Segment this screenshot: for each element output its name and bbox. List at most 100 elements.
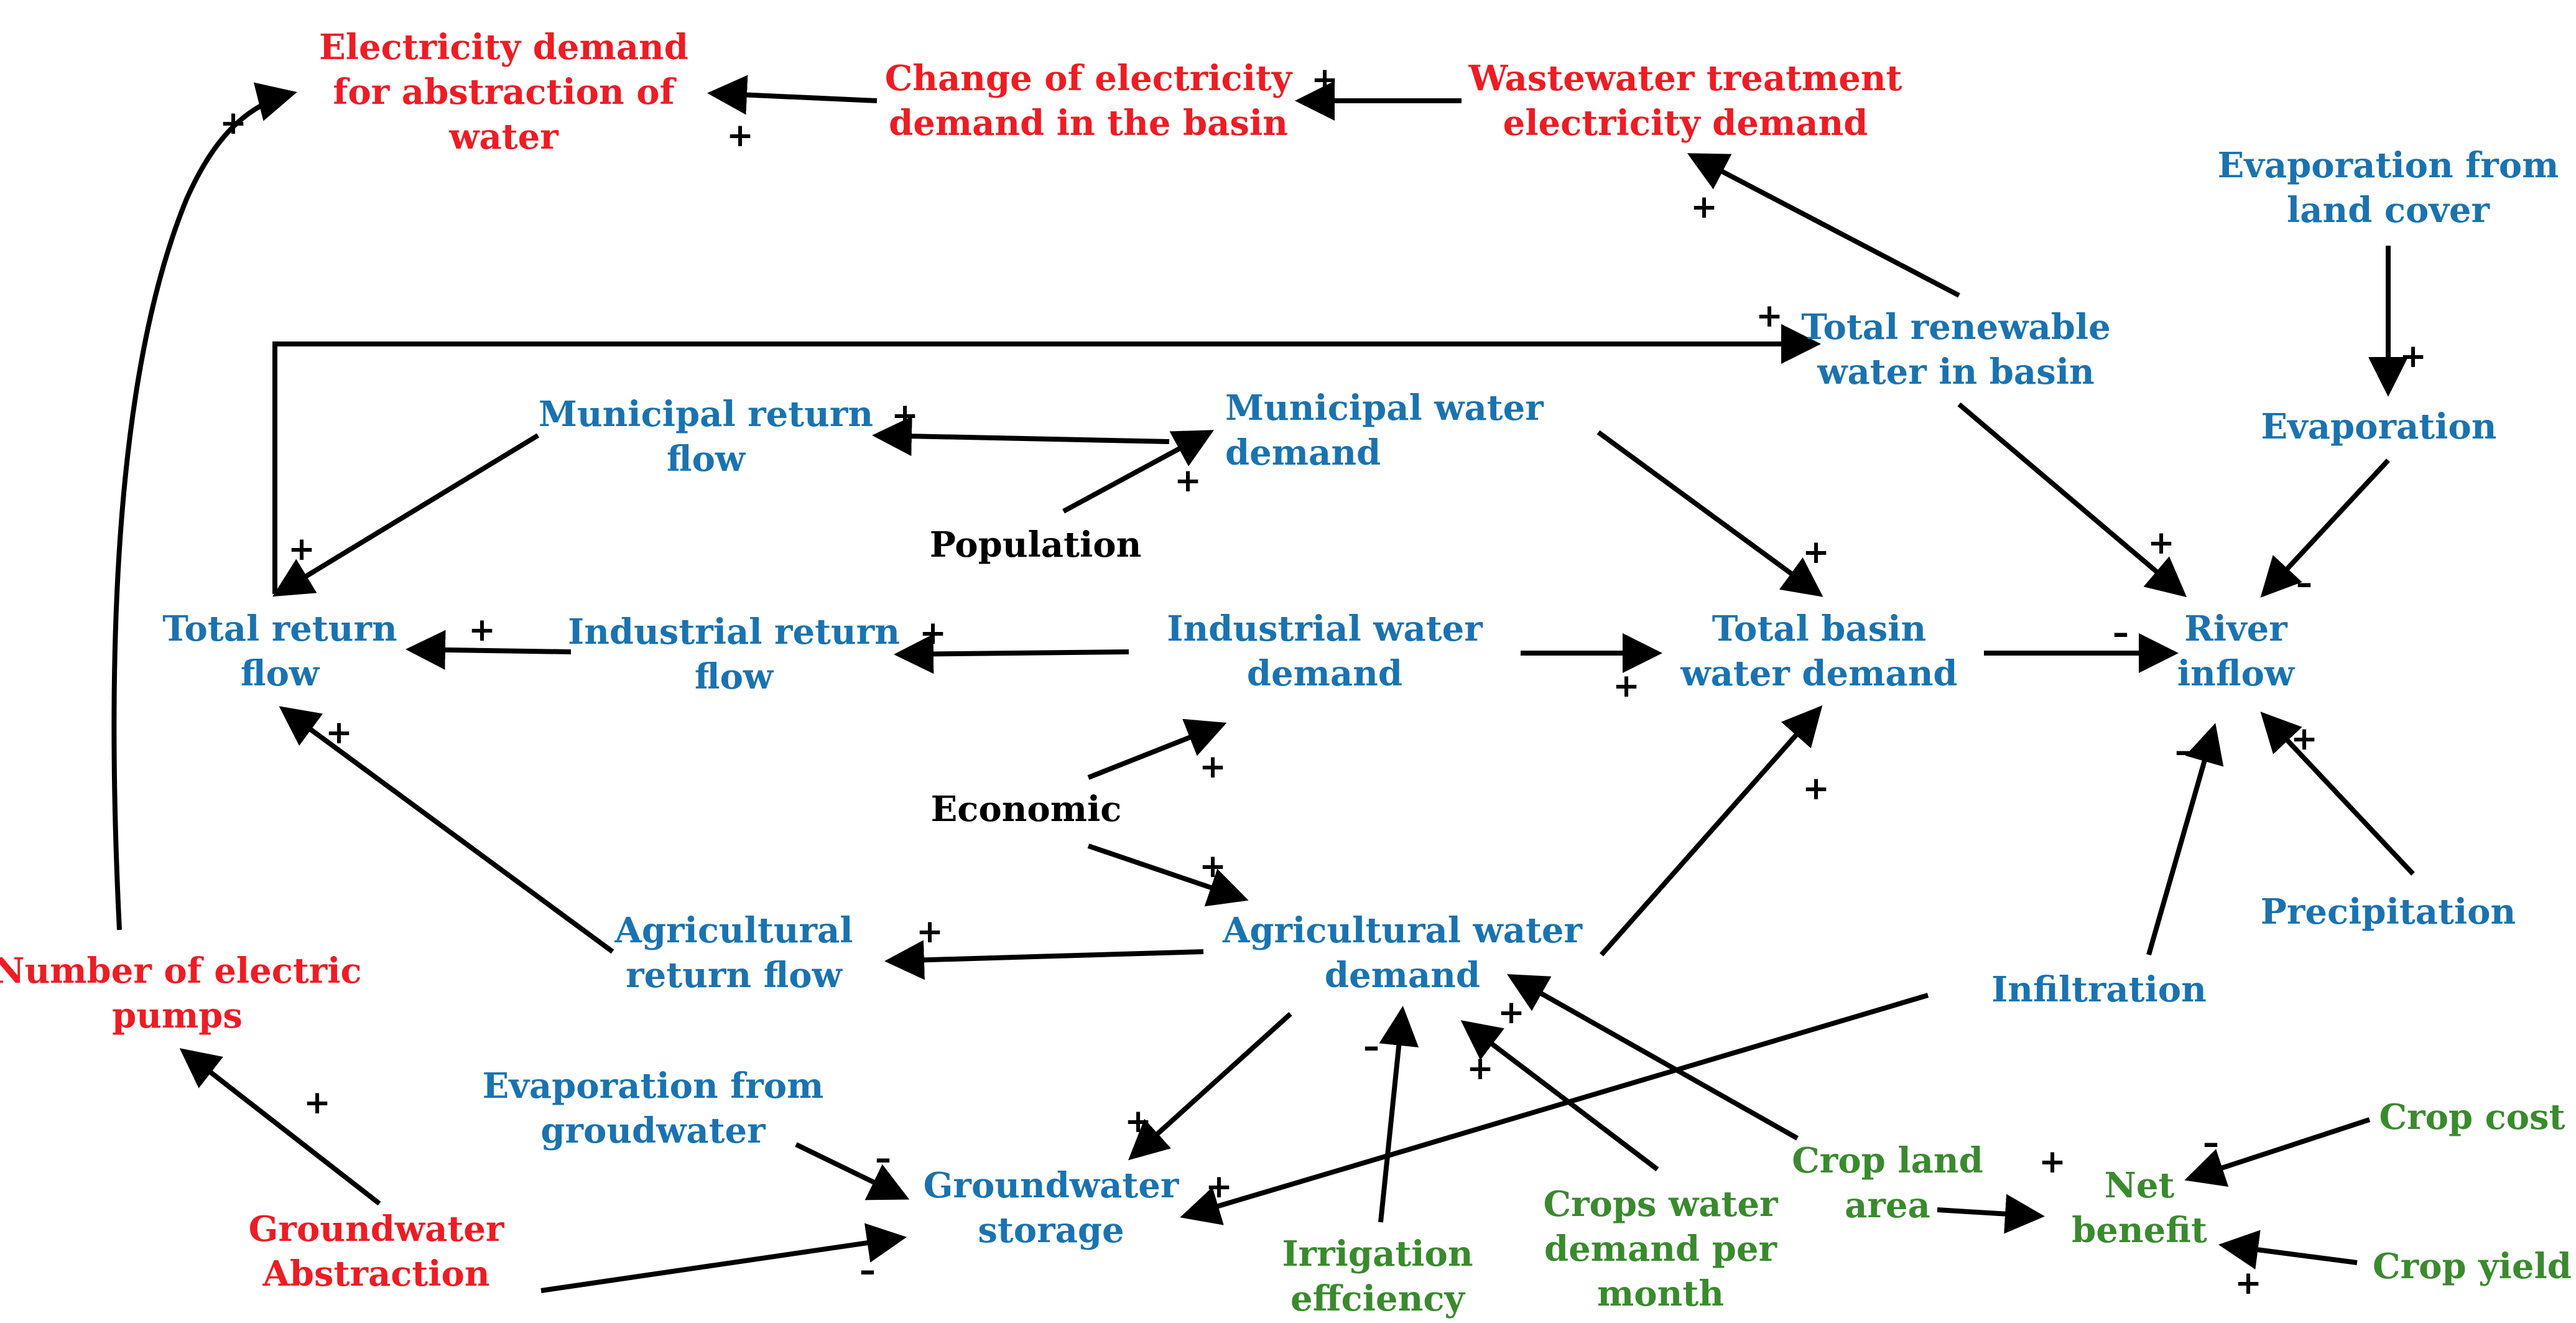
polarity-minus: – <box>875 1140 891 1177</box>
polarity-plus: + <box>220 104 247 142</box>
node-label-line: Crop yield <box>2373 1246 2572 1287</box>
node-label-line: Electricity demand <box>319 27 688 68</box>
link-irrigation-to-agricultural-demand <box>1378 1006 1419 1223</box>
node-label-line: water <box>448 116 559 157</box>
node-label-line: storage <box>978 1210 1124 1251</box>
link-industrial-demand-to-industrial-return <box>894 634 1129 674</box>
node-label-line: Industrial water <box>1167 608 1483 649</box>
node-label-line: effciency <box>1290 1278 1465 1319</box>
link-crops-water-to-agricultural-demand <box>1460 1020 1659 1172</box>
polarity-plus: + <box>2039 1143 2066 1181</box>
node-label-line: Change of electricity <box>885 58 1293 99</box>
polarity-plus: + <box>303 1084 331 1121</box>
node-label-line: Groundwater <box>924 1165 1180 1206</box>
polarity-plus: + <box>1311 61 1338 98</box>
node-label-line: Total renewable <box>1801 307 2111 348</box>
link-evap-groundwater-to-groundwater-storage <box>795 1142 910 1200</box>
link-pumps-to-abstraction-electricity <box>111 82 297 931</box>
node-label-line: Municipal water <box>1225 388 1544 429</box>
polarity-plus: + <box>916 913 943 950</box>
node-label-line: Crop land <box>1792 1140 1983 1181</box>
link-evaporation-to-river <box>2260 458 2390 598</box>
polarity-plus: + <box>288 531 315 568</box>
polarity-plus: + <box>1756 297 1783 335</box>
link-crop-land-to-agricultural-demand <box>1507 974 1799 1141</box>
link-groundwater-abstraction-to-pumps <box>179 1048 381 1206</box>
node-label-line: Agricultural <box>614 910 853 951</box>
polarity-plus: + <box>891 397 919 434</box>
node-infiltration: Infiltration <box>1991 969 2207 1010</box>
link-change-electricity-to-abstraction-electricity <box>707 75 878 115</box>
polarity-plus: + <box>2291 720 2318 758</box>
link-municipal-return-to-total-return <box>272 433 540 597</box>
node-label-line: inflow <box>2177 653 2296 694</box>
node-label-line: flow <box>241 653 320 694</box>
node-label-line: Municipal return <box>539 394 873 435</box>
node-evaporation: Evaporation <box>2261 406 2496 447</box>
polarity-plus: + <box>1124 1103 1152 1140</box>
node-crop-cost: Crop cost <box>2379 1097 2565 1138</box>
polarity-plus: + <box>726 117 754 154</box>
link-infiltration-to-groundwater-storage <box>1180 993 1929 1225</box>
polarity-plus: + <box>2399 338 2427 375</box>
node-label-line: Evaporation from <box>2218 145 2559 186</box>
node-label-line: demand per <box>1544 1228 1777 1270</box>
node-label-line: pumps <box>112 995 243 1036</box>
node-label-line: Crops water <box>1543 1184 1779 1225</box>
node-crop-yield: Crop yield <box>2373 1246 2572 1287</box>
polarity-minus: – <box>1363 1028 1379 1065</box>
polarity-plus: + <box>1498 994 1525 1031</box>
node-label-line: River <box>2184 608 2288 649</box>
polarity-plus: + <box>1174 462 1202 499</box>
node-label-line: Evaporation <box>2261 406 2496 447</box>
node-label-line: Population <box>930 524 1142 565</box>
node-label-line: Agricultural water <box>1222 910 1583 951</box>
link-polarity-signs: + + + + + + + + + + + – + + – + + – + + … <box>220 61 2427 1302</box>
link-agricultural-return-to-total-return <box>279 706 614 954</box>
polarity-plus: + <box>2147 524 2175 562</box>
link-renewable-to-wastewater <box>1687 153 1960 298</box>
node-label-line: demand <box>1225 432 1381 473</box>
link-agricultural-demand-to-total-basin <box>1600 705 1823 957</box>
link-crop-yield-to-net-benefit <box>2218 1230 2358 1270</box>
link-municipal-demand-to-total-basin <box>1596 430 1823 597</box>
link-groundwater-abstraction-to-groundwater-storage <box>540 1223 907 1293</box>
polarity-plus: + <box>1466 1050 1494 1087</box>
node-label-line: Precipitation <box>2261 891 2516 932</box>
node-label-line: benefit <box>2072 1210 2207 1251</box>
node-label-line: Evaporation from <box>483 1065 824 1107</box>
node-label-line: Groundwater <box>249 1209 505 1250</box>
node-label-line: Wastewater treatment <box>1468 58 1902 99</box>
node-label-line: land cover <box>2287 190 2491 231</box>
polarity-plus: + <box>2235 1265 2262 1302</box>
node-label-line: for abstraction of <box>333 72 677 113</box>
link-crop-land-to-net-benefit <box>1937 1194 2045 1234</box>
node-economic: Economic <box>931 789 1122 830</box>
polarity-plus: + <box>1613 667 1640 705</box>
node-label-line: groudwater <box>540 1110 766 1151</box>
polarity-minus: – <box>2113 615 2129 652</box>
node-population: Population <box>930 524 1142 565</box>
link-precipitation-to-river <box>2260 712 2415 876</box>
node-label-line: Crop cost <box>2379 1097 2565 1138</box>
polarity-plus: + <box>325 714 353 751</box>
node-label-line: demand <box>1247 653 1402 694</box>
node-label-line: Net <box>2105 1165 2175 1206</box>
polarity-minus: – <box>859 1252 876 1289</box>
node-label-line: Irrigation <box>1282 1233 1473 1274</box>
node-label-line: Economic <box>931 789 1122 830</box>
link-infiltration-to-river <box>2146 723 2224 956</box>
